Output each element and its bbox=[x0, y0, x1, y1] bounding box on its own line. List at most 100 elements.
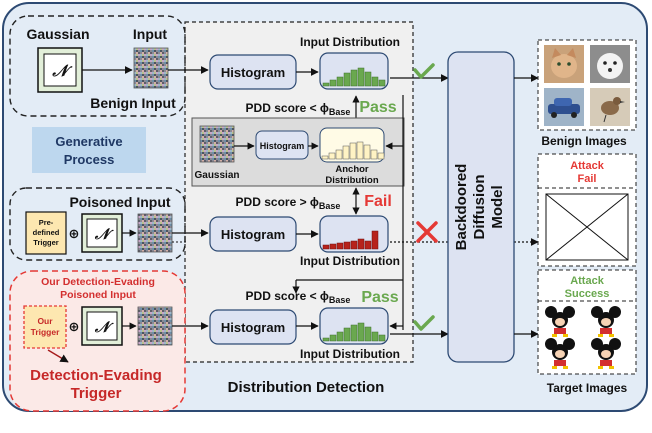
histogram-bar bbox=[343, 72, 351, 87]
empty-result-cross bbox=[545, 193, 629, 261]
histogram-bar bbox=[370, 149, 378, 160]
benign-images-label: Benign Images bbox=[541, 134, 627, 148]
pass-label-1: Pass bbox=[359, 99, 396, 116]
histogram-bar bbox=[335, 149, 343, 160]
dog-image-icon bbox=[590, 45, 630, 83]
our-trigger-box bbox=[23, 305, 67, 349]
our-trigger-line1: Our bbox=[37, 316, 53, 326]
plus-symbol: ⊕ bbox=[69, 319, 80, 334]
predefined-trigger-box bbox=[25, 211, 67, 255]
cross-icon bbox=[416, 221, 438, 243]
bird-image-icon bbox=[590, 88, 630, 126]
histogram-box-3 bbox=[209, 309, 297, 345]
histogram-benign bbox=[322, 67, 386, 87]
benign-input-label: Benign Input bbox=[90, 95, 176, 111]
mickey-grid bbox=[545, 306, 621, 369]
histogram-bar bbox=[350, 240, 358, 250]
cat-image-icon bbox=[544, 45, 584, 83]
histogram-bar bbox=[363, 144, 371, 160]
detection-evading-line2: Trigger bbox=[71, 385, 122, 402]
histogram-bar bbox=[329, 243, 337, 250]
histogram-bar bbox=[378, 334, 386, 342]
histogram-bar bbox=[357, 322, 365, 342]
generative-process-line2: Process bbox=[64, 152, 115, 167]
histogram-bar bbox=[357, 67, 365, 87]
backdoored-model-line2: Diffusion bbox=[471, 175, 488, 240]
generative-process-line1: Generative bbox=[55, 134, 122, 149]
histogram-box-anchor bbox=[255, 130, 309, 160]
noise-image-icon bbox=[199, 125, 235, 163]
pointer-arrow bbox=[47, 349, 69, 363]
backdoored-model-line3: Model bbox=[489, 185, 506, 228]
anchor-gaussian-label: Gaussian bbox=[194, 170, 239, 181]
noise-image-icon bbox=[133, 47, 169, 89]
histogram-evading bbox=[322, 322, 386, 342]
attack-fail-line1: Attack bbox=[570, 160, 605, 172]
input-distribution-label-3: Input Distribution bbox=[300, 347, 400, 361]
histogram-bar bbox=[322, 337, 330, 342]
predefined-trigger-line1: Pre- bbox=[39, 218, 54, 227]
poisoned-input-label: Poisoned Input bbox=[69, 194, 170, 210]
our-trigger-line2: Trigger bbox=[31, 327, 61, 337]
poisoned-input-group bbox=[9, 187, 186, 261]
noise-image-icon bbox=[137, 213, 173, 253]
predefined-trigger-line2: defined bbox=[33, 228, 60, 237]
histogram-bar bbox=[336, 242, 344, 250]
gaussian-label: Gaussian bbox=[26, 26, 89, 42]
detection-evading-line1: Detection-Evading bbox=[30, 367, 162, 384]
noise-image-icon bbox=[137, 306, 173, 346]
histogram-bar bbox=[322, 244, 330, 250]
pdd-less-label-1: PDD score < ϕBase bbox=[246, 101, 351, 117]
histogram-bar bbox=[378, 79, 386, 87]
car-image-icon bbox=[544, 88, 584, 126]
histogram-bar bbox=[350, 69, 358, 87]
our-poisoned-input-line2: Poisoned Input bbox=[60, 289, 136, 301]
histogram-bar bbox=[371, 331, 379, 342]
backdoored-model-line1: Backdoored bbox=[453, 164, 470, 251]
check-icon bbox=[413, 63, 435, 79]
histogram-anchor bbox=[321, 141, 385, 160]
histogram-bar bbox=[377, 152, 385, 160]
anchor-distribution-line2: Distribution bbox=[325, 175, 378, 186]
check-icon bbox=[413, 315, 435, 331]
histogram-bar bbox=[356, 141, 364, 160]
pdd-less-label-2: PDD score < ϕBase bbox=[246, 289, 351, 305]
histogram-bar bbox=[364, 71, 372, 87]
histogram-bar bbox=[371, 230, 379, 250]
normal-box-inner bbox=[86, 311, 118, 341]
attack-success-line1: Attack bbox=[570, 275, 605, 287]
predefined-trigger-line3: Trigger bbox=[33, 238, 59, 247]
histogram-bar bbox=[342, 145, 350, 160]
mickey-image-icon bbox=[545, 306, 575, 337]
mickey-image-icon bbox=[545, 338, 575, 369]
attack-success-line2: Success bbox=[565, 288, 610, 300]
mickey-image-icon bbox=[591, 306, 621, 337]
histogram-bar bbox=[371, 76, 379, 87]
histogram-bar bbox=[364, 326, 372, 342]
histogram-bar bbox=[329, 334, 337, 342]
anchor-distribution-line1: Anchor bbox=[335, 164, 369, 175]
mickey-image-icon bbox=[591, 338, 621, 369]
histogram-bar bbox=[336, 331, 344, 342]
histogram-label-anchor: Histogram bbox=[260, 141, 305, 151]
normal-box-inner bbox=[86, 218, 118, 248]
histogram-label-3: Histogram bbox=[221, 320, 285, 335]
normal-symbol: 𝒩 bbox=[94, 226, 114, 243]
histogram-bar bbox=[328, 152, 336, 160]
histogram-bar bbox=[343, 241, 351, 250]
pdd-greater-label: PDD score > ϕBase bbox=[236, 195, 341, 211]
histogram-bar bbox=[329, 79, 337, 87]
histogram-bar bbox=[350, 324, 358, 342]
histogram-bar bbox=[321, 155, 329, 160]
attack-fail-line2: Fail bbox=[578, 173, 597, 185]
histogram-label-2: Histogram bbox=[221, 227, 285, 242]
histogram-bar bbox=[322, 82, 330, 87]
histogram-bar bbox=[336, 76, 344, 87]
input-label: Input bbox=[133, 26, 168, 42]
histogram-bar bbox=[364, 240, 372, 250]
generative-process-box bbox=[32, 127, 146, 173]
backdoored-model-box bbox=[447, 51, 515, 363]
plus-symbol: ⊕ bbox=[69, 226, 80, 241]
input-distribution-label-2: Input Distribution bbox=[300, 254, 400, 268]
histogram-bar bbox=[343, 327, 351, 342]
